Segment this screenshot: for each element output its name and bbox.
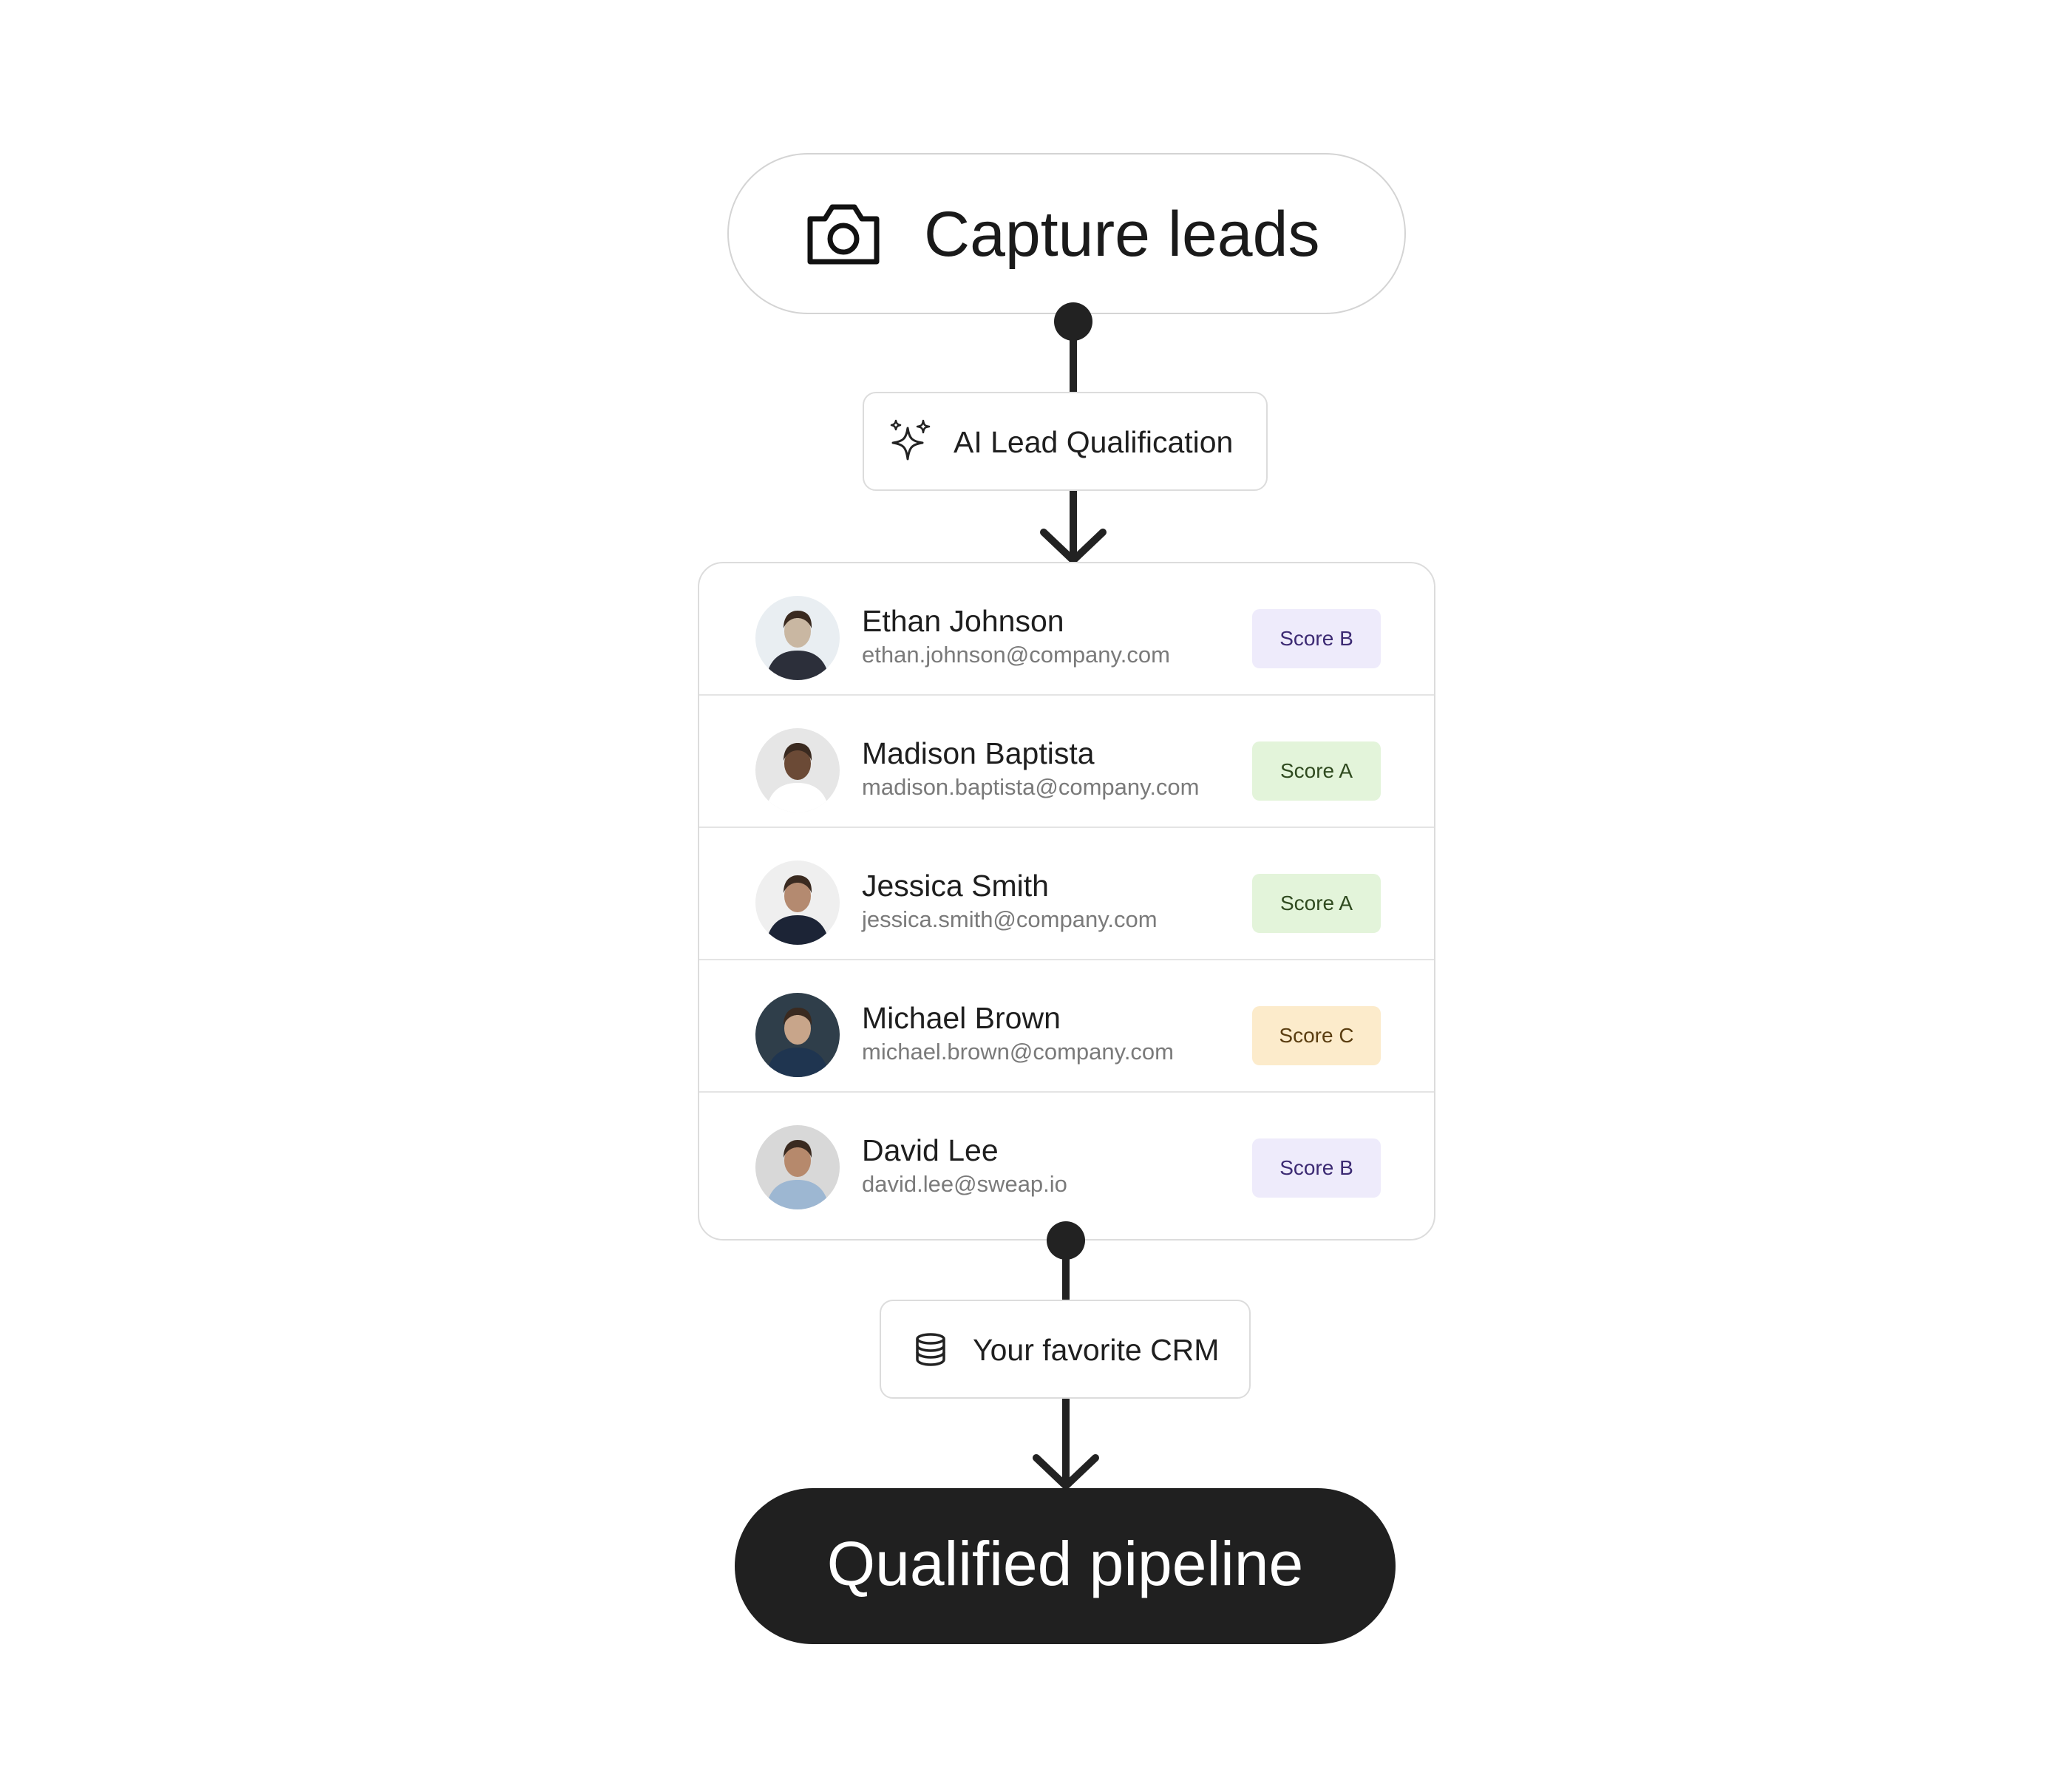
avatar [755, 861, 840, 945]
ai-lead-qualification-label: AI Lead Qualification [954, 425, 1234, 459]
lead-email: david.lee@sweap.io [862, 1171, 1067, 1197]
qualified-pipeline-label: Qualified pipeline [826, 1529, 1304, 1598]
lead-row: Jessica Smith jessica.smith@company.com Sc… [699, 828, 1434, 960]
score-badge: Score C [1252, 1006, 1381, 1065]
lead-row: Michael Brown michael.brown@company.com Sc… [699, 960, 1434, 1093]
lead-row: David Lee david.lee@sweap.io Score B [699, 1093, 1434, 1225]
lead-name: Jessica Smith [862, 869, 1049, 903]
lead-email: madison.baptista@company.com [862, 774, 1200, 800]
sparkles-icon [890, 419, 931, 461]
crm-label: Your favorite CRM [973, 1333, 1220, 1367]
lead-name: David Lee [862, 1133, 999, 1167]
lead-email: michael.brown@company.com [862, 1039, 1174, 1065]
score-badge: Score A [1252, 874, 1381, 933]
connector-line [1070, 325, 1077, 393]
lead-row: Ethan Johnson ethan.johnson@company.com Sc… [699, 563, 1434, 696]
avatar [755, 728, 840, 812]
avatar [755, 596, 840, 680]
avatar [755, 1125, 840, 1209]
database-icon [916, 1333, 945, 1366]
lead-name: Michael Brown [862, 1001, 1061, 1035]
camera-icon [807, 204, 880, 265]
arrow-down-icon [1040, 491, 1107, 564]
score-badge: Score A [1252, 741, 1381, 801]
score-badge: Score B [1252, 1138, 1381, 1198]
score-badge: Score B [1252, 609, 1381, 668]
ai-lead-qualification-node [863, 392, 1268, 491]
qualified-pipeline-node [735, 1488, 1396, 1644]
capture-leads-label: Capture leads [924, 199, 1320, 270]
capture-leads-node [727, 153, 1406, 314]
arrow-down-icon [1033, 1399, 1099, 1490]
avatar [755, 993, 840, 1077]
lead-row: Madison Baptista madison.baptista@company… [699, 696, 1434, 828]
connector-line [1062, 1242, 1070, 1301]
lead-email: jessica.smith@company.com [862, 906, 1158, 932]
lead-name: Madison Baptista [862, 736, 1095, 770]
lead-name: Ethan Johnson [862, 604, 1064, 638]
lead-email: ethan.johnson@company.com [862, 642, 1170, 668]
